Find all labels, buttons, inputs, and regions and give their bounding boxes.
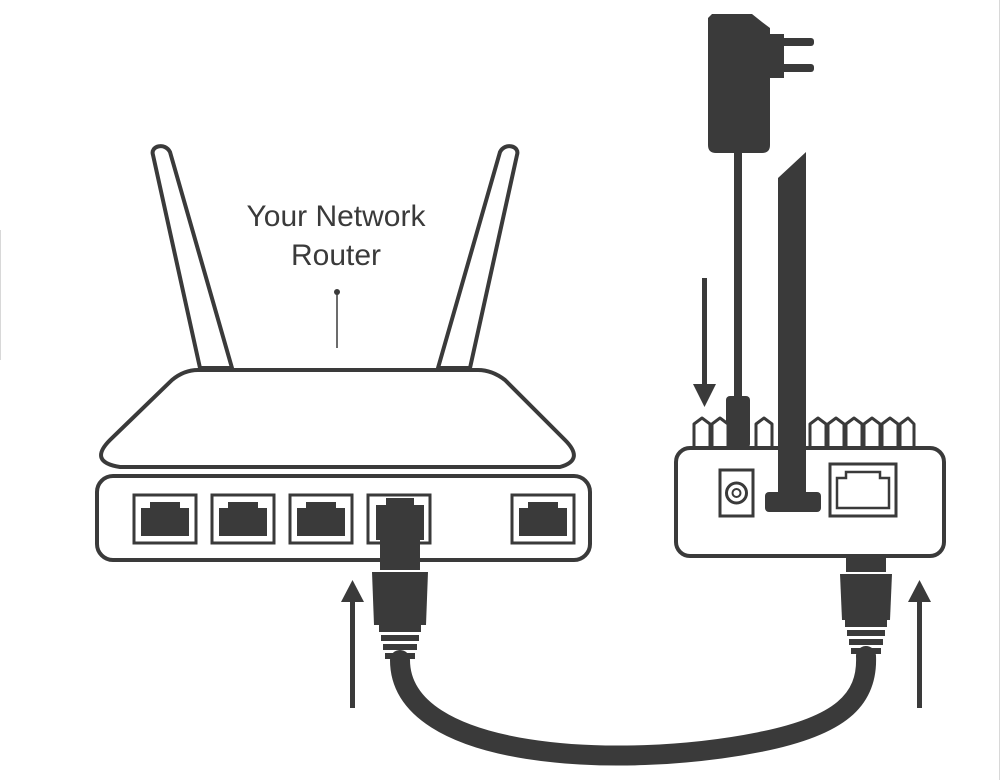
router-label-line2: Router xyxy=(291,239,381,272)
router-lan-port-2 xyxy=(210,493,276,545)
power-plug xyxy=(726,396,750,448)
arrow-up-icon xyxy=(341,580,364,708)
router-antenna-right-icon xyxy=(436,144,520,370)
power-adapter-icon xyxy=(708,14,814,468)
device-power-jack xyxy=(718,468,755,518)
cable-wire xyxy=(390,646,877,766)
ethernet-cable-icon xyxy=(372,498,892,766)
router-lid xyxy=(99,368,576,469)
router-antenna-left-icon xyxy=(150,144,234,370)
router-label-pointer xyxy=(334,289,340,348)
device-heatsink xyxy=(692,416,916,450)
adapter-body xyxy=(708,14,770,153)
router-lan-port-1 xyxy=(132,493,198,545)
router-lan-port-3 xyxy=(288,493,354,545)
router-wan-port xyxy=(510,493,576,545)
antenna-icon xyxy=(765,152,821,512)
arrow-up-icon xyxy=(908,580,931,708)
cable-connector-router xyxy=(372,498,428,659)
device-icon xyxy=(674,152,946,558)
device-ethernet-port xyxy=(828,462,898,518)
adapter-prong-top xyxy=(780,38,814,46)
adapter-prong-bottom xyxy=(780,64,814,72)
power-cord xyxy=(734,153,742,401)
router-label-line1: Your Network xyxy=(247,200,427,233)
arrow-down-icon xyxy=(693,278,716,407)
